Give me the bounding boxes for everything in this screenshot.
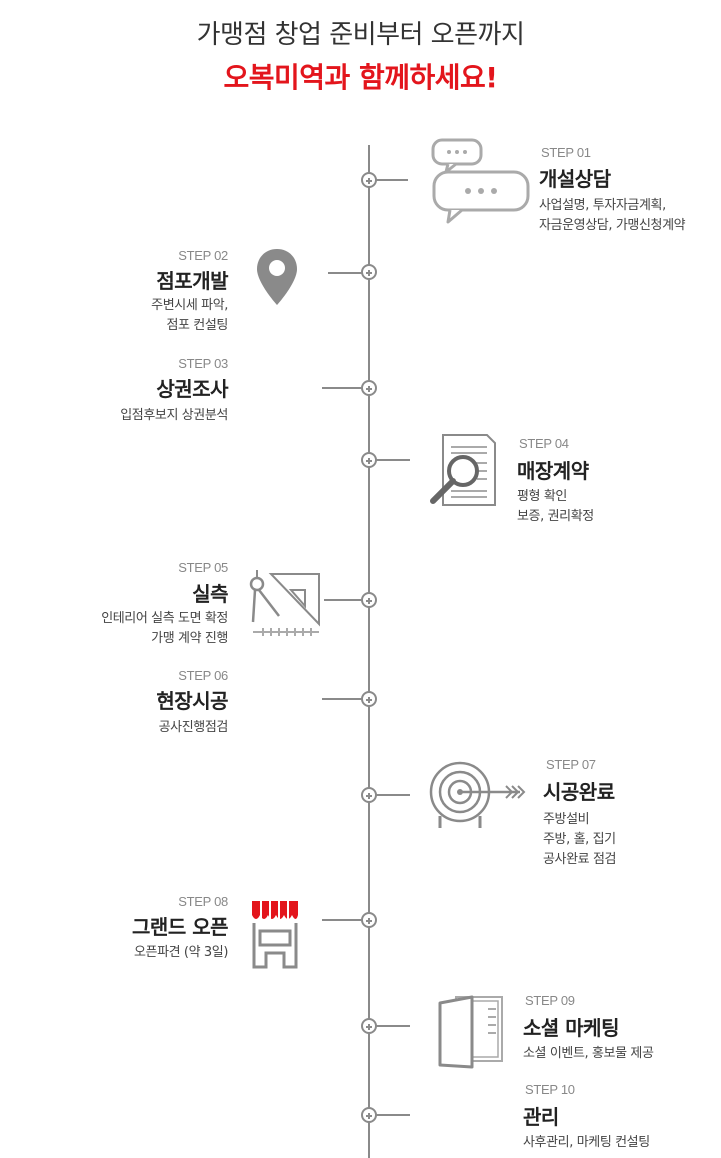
step-desc-line: 주방, 홀, 집기 (543, 832, 616, 847)
step-label: STEP 06 (178, 668, 228, 683)
step-label: STEP 09 (525, 993, 575, 1008)
connector (376, 1025, 410, 1027)
step-desc-line: 평형 확인 (517, 489, 567, 504)
connector (376, 1114, 410, 1116)
step-title: 매장계약 (517, 459, 589, 483)
plus-node-icon (361, 691, 377, 707)
step-title: 소셜 마케팅 (523, 1016, 619, 1040)
step-desc-line: 보증, 권리확정 (517, 509, 594, 524)
step-title: 그랜드 오픈 (132, 915, 228, 939)
step-title: 점포개발 (156, 269, 228, 293)
step-label: STEP 03 (178, 356, 228, 371)
step-desc-line: 인테리어 실측 도면 확정 (101, 611, 228, 626)
drafting-tools-icon (249, 570, 320, 636)
step-desc-line: 가맹 계약 진행 (151, 631, 228, 646)
plus-node-icon (361, 912, 377, 928)
page-subtitle: 오복미역과 함께하세요! (223, 61, 498, 94)
plus-node-icon (361, 1107, 377, 1123)
step-label: STEP 05 (178, 560, 228, 575)
connector (376, 794, 410, 796)
step-label: STEP 08 (178, 894, 228, 909)
step-label: STEP 02 (178, 248, 228, 263)
step-title: 개설상담 (539, 167, 611, 191)
connector (322, 387, 362, 389)
plus-node-icon (361, 264, 377, 280)
step-title: 실측 (192, 582, 228, 606)
plus-node-icon (361, 172, 377, 188)
document-magnifier-icon (430, 434, 496, 506)
plus-node-icon (361, 380, 377, 396)
step-label: STEP 10 (525, 1082, 575, 1097)
step-title: 시공완료 (543, 780, 615, 804)
step-desc-line: 주방설비 (543, 812, 590, 827)
step-label: STEP 07 (546, 757, 596, 772)
plus-node-icon (361, 1018, 377, 1034)
step-title: 관리 (523, 1105, 559, 1129)
step-desc-line: 공사완료 점검 (543, 852, 617, 867)
location-pin-icon (257, 249, 297, 305)
step-desc-line: 사후관리, 마케팅 컨설팅 (523, 1135, 650, 1150)
step-desc-line: 오픈파견 (약 3일) (133, 945, 228, 960)
connector (322, 698, 362, 700)
plus-node-icon (361, 592, 377, 608)
step-title: 상권조사 (156, 377, 228, 401)
target-arrow-icon (429, 761, 526, 828)
step-desc-line: 점포 컨설팅 (166, 318, 228, 333)
step-desc-line: 입점후보지 상권분석 (120, 408, 228, 423)
storefront-icon (252, 901, 298, 969)
step-desc-line: 공사진행점검 (158, 720, 229, 735)
step-label: STEP 01 (541, 145, 591, 160)
step-label: STEP 04 (519, 436, 569, 451)
connector (324, 599, 362, 601)
plus-node-icon (361, 452, 377, 468)
chat-bubbles-icon (431, 138, 530, 224)
timeline-line (368, 145, 370, 1158)
connector (322, 919, 362, 921)
page-title: 가맹점 창업 준비부터 오픈까지 (196, 20, 525, 50)
connector (376, 459, 410, 461)
step-desc-line: 소셜 이벤트, 홍보물 제공 (523, 1046, 654, 1061)
connector (376, 179, 408, 181)
step-desc-line: 주변시세 파악, (151, 298, 228, 313)
step-desc-line: 사업설명, 투자자금계획, (539, 198, 666, 213)
step-title: 현장시공 (156, 689, 228, 713)
step-desc-line: 자금운영상담, 가맹신청계약 (539, 218, 686, 233)
folder-icon (438, 995, 503, 1069)
plus-node-icon (361, 787, 377, 803)
connector (328, 272, 362, 274)
